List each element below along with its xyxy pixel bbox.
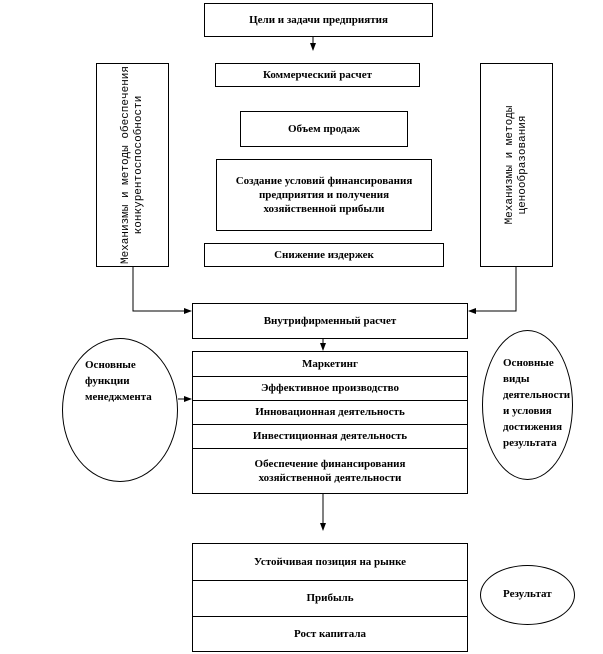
result-ellipse: Результат xyxy=(480,565,575,625)
competitiveness-box: Механизмы и методы обеспечения конкурент… xyxy=(96,63,169,267)
activities-box: Маркетинг Эффективное производство Иннов… xyxy=(192,351,468,494)
arrow-right xyxy=(468,267,517,314)
competitiveness-label: Механизмы и методы обеспечения конкурент… xyxy=(119,65,145,265)
activity-row: Обеспечение финансирования хозяйственной… xyxy=(254,457,406,484)
activity-row: Инновационная деятельность xyxy=(193,400,467,425)
activities-label: Основные виды деятельности и условия дос… xyxy=(503,357,571,449)
activities-ellipse: Основные виды деятельности и условия дос… xyxy=(482,330,573,480)
results-box: Устойчивая позиция на рынке Прибыль Рост… xyxy=(192,543,468,652)
result-row: Рост капитала xyxy=(294,627,366,640)
pricing-box: Механизмы и методы ценообразования xyxy=(480,63,553,267)
sales-box: Объем продаж xyxy=(240,111,408,147)
costs-box: Снижение издержек xyxy=(204,243,444,267)
goals-box: Цели и задачи предприятия xyxy=(204,3,433,37)
activity-row: Маркетинг xyxy=(193,352,467,377)
commercial-box: Коммерческий расчет xyxy=(215,63,420,87)
internal-box: Внутрифирменный расчет xyxy=(192,303,468,339)
activity-row: Инвестиционная деятельность xyxy=(193,424,467,449)
management-label: Основные функции менеджмента xyxy=(85,359,152,403)
result-row: Устойчивая позиция на рынке xyxy=(193,544,467,581)
pricing-label: Механизмы и методы ценообразования xyxy=(503,105,529,225)
result-label: Результат xyxy=(503,588,552,600)
activity-row: Эффективное производство xyxy=(193,376,467,401)
arrow-left xyxy=(132,267,192,314)
financing-box: Создание условий финансирования предприя… xyxy=(216,159,432,231)
management-ellipse: Основные функции менеджмента xyxy=(62,338,178,482)
result-row: Прибыль xyxy=(193,580,467,617)
